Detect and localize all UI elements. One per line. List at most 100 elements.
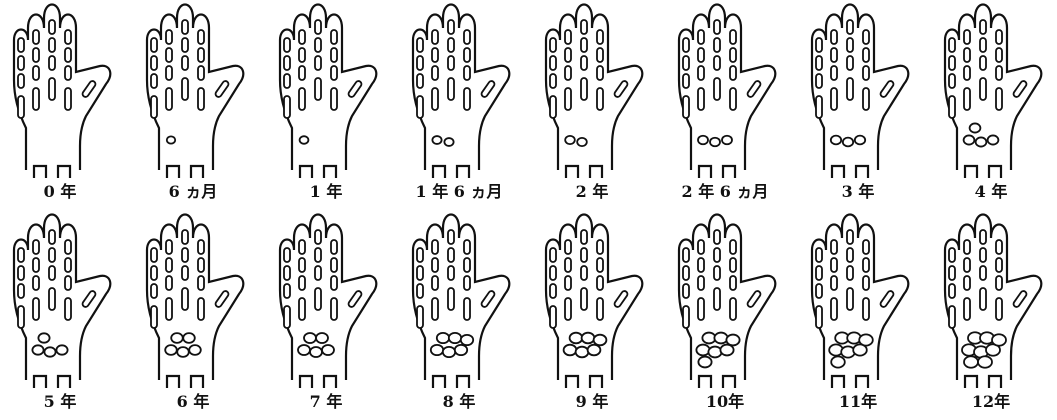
phalanx-bone	[417, 284, 423, 298]
phalanx-bone	[331, 48, 337, 62]
thumb-bone	[81, 290, 96, 308]
phalanx-bone	[996, 258, 1002, 272]
ulna-epiphysis	[191, 166, 203, 178]
carpal-bone	[978, 356, 992, 368]
phalanx-bone	[816, 248, 822, 262]
phalanx-bone	[166, 30, 172, 44]
radius-epiphysis	[699, 166, 711, 178]
phalanx-bone	[417, 248, 423, 262]
metacarpal-bone	[65, 88, 71, 110]
phalanx-bone	[698, 30, 704, 44]
metacarpal-bone	[730, 88, 736, 110]
phalanx-bone	[464, 276, 470, 290]
metacarpal-bone	[964, 298, 970, 320]
hand-outline	[280, 5, 376, 171]
ulna-epiphysis	[58, 376, 70, 388]
age-label: 5 年	[0, 388, 120, 412]
radius-epiphysis	[566, 376, 578, 388]
ulna-epiphysis	[324, 166, 336, 178]
hand-panel: 11年	[798, 210, 918, 420]
phalanx-bone	[816, 284, 822, 298]
ulna-epiphysis	[856, 376, 868, 388]
phalanx-bone	[299, 66, 305, 80]
phalanx-bone	[847, 56, 853, 70]
radius-epiphysis	[965, 376, 977, 388]
metacarpal-bone	[198, 298, 204, 320]
carpal-bone	[322, 345, 334, 355]
phalanx-bone	[18, 266, 24, 280]
carpal-bone	[316, 333, 328, 343]
carpal-bone	[570, 333, 583, 344]
radius-epiphysis	[167, 376, 179, 388]
carpal-bone	[461, 335, 473, 345]
carpal-bone	[437, 333, 449, 343]
phalanx-bone	[299, 276, 305, 290]
thumb-bone	[746, 80, 761, 98]
phalanx-bone	[949, 248, 955, 262]
phalanx-bone	[182, 20, 188, 34]
phalanx-bone	[151, 38, 157, 52]
carpal-bone	[300, 136, 309, 144]
age-label: 9 年	[532, 388, 652, 412]
phalanx-bone	[683, 284, 689, 298]
carpal-bone	[964, 135, 975, 144]
phalanx-bone	[980, 248, 986, 262]
carpal-bone	[988, 135, 999, 144]
phalanx-bone	[565, 276, 571, 290]
phalanx-bone	[698, 48, 704, 62]
phalanx-bone	[448, 20, 454, 34]
phalanx-bone	[831, 66, 837, 80]
metacarpal-bone	[331, 298, 337, 320]
carpal-bone	[432, 136, 441, 144]
phalanx-bone	[949, 38, 955, 52]
phalanx-bone	[816, 38, 822, 52]
hand-outline	[679, 5, 775, 171]
phalanx-bone	[182, 248, 188, 262]
carpal-bone	[171, 333, 183, 343]
metacarpal-bone	[550, 306, 556, 328]
phalanx-bone	[331, 258, 337, 272]
carpal-bone	[594, 335, 607, 346]
metacarpal-bone	[166, 298, 172, 320]
hand-xray-drawing	[0, 210, 120, 392]
phalanx-bone	[816, 74, 822, 88]
phalanx-bone	[33, 258, 39, 272]
metacarpal-bone	[964, 88, 970, 110]
metacarpal-bone	[980, 78, 986, 100]
metacarpal-bone	[816, 306, 822, 328]
hand-panel: 7 年	[266, 210, 386, 420]
phalanx-bone	[33, 276, 39, 290]
phalanx-bone	[166, 66, 172, 80]
phalanx-bone	[816, 266, 822, 280]
phalanx-bone	[831, 258, 837, 272]
radius-epiphysis	[300, 166, 312, 178]
thumb-bone	[613, 80, 628, 98]
phalanx-bone	[714, 56, 720, 70]
hand-panel: 10年	[665, 210, 785, 420]
phalanx-bone	[18, 74, 24, 88]
phalanx-bone	[730, 66, 736, 80]
phalanx-bone	[182, 266, 188, 280]
metacarpal-bone	[565, 88, 571, 110]
phalanx-bone	[284, 248, 290, 262]
metacarpal-bone	[33, 298, 39, 320]
phalanx-bone	[683, 74, 689, 88]
phalanx-bone	[198, 240, 204, 254]
phalanx-bone	[182, 56, 188, 70]
hand-panel: 5 年	[0, 210, 120, 420]
hand-xray-drawing	[931, 210, 1051, 392]
metacarpal-bone	[949, 96, 955, 118]
hand-panel: 1 年 6 ヵ月	[399, 0, 519, 210]
phalanx-bone	[847, 248, 853, 262]
carpal-bone	[177, 347, 189, 357]
hand-panel: 8 年	[399, 210, 519, 420]
radius-epiphysis	[566, 166, 578, 178]
phalanx-bone	[698, 240, 704, 254]
hand-panel: 6 ヵ月	[133, 0, 253, 210]
hand-xray-drawing	[532, 210, 652, 392]
metacarpal-bone	[597, 298, 603, 320]
radius-epiphysis	[433, 166, 445, 178]
phalanx-bone	[65, 48, 71, 62]
phalanx-bone	[581, 248, 587, 262]
phalanx-bone	[198, 258, 204, 272]
